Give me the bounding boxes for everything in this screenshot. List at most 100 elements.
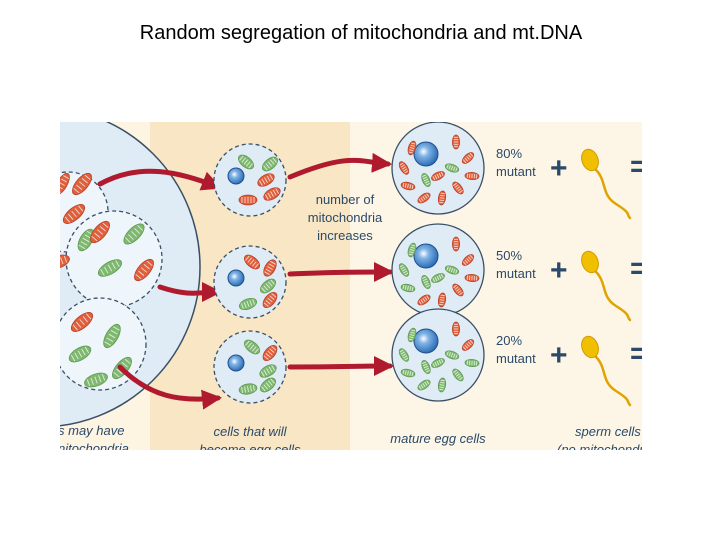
mutant-mitochondrion <box>464 171 480 181</box>
mutant-mitochondrion <box>62 204 86 224</box>
mutant-mitochondrion <box>464 273 480 283</box>
normal-mitochondrion <box>452 368 464 382</box>
mutant-mitochondrion <box>452 181 464 195</box>
normal-mitochondrion <box>84 372 108 388</box>
plus-sign: + <box>550 254 568 287</box>
normal-mitochondrion <box>431 273 445 283</box>
normal-mitochondrion <box>407 242 417 258</box>
mutant-mitochondrion <box>60 254 70 270</box>
normal-mitochondrion <box>398 348 410 362</box>
normal-mitochondrion <box>259 364 277 378</box>
mutant-mitochondrion <box>90 220 110 244</box>
mutant-mitochondrion <box>262 344 278 362</box>
arrow <box>117 364 222 410</box>
cells-caption-line-1: cells that will <box>214 424 288 439</box>
normal-mitochondrion <box>238 297 258 311</box>
normal-mitochondrion <box>421 275 431 289</box>
normal-mitochondrion <box>259 377 277 393</box>
mutant-mitochondrion <box>398 161 410 175</box>
mid-note-line-1: number of <box>316 192 375 207</box>
normal-mitochondrion <box>398 263 410 277</box>
nucleus <box>413 328 439 354</box>
arrow <box>287 152 392 180</box>
sperm-cell <box>581 335 632 407</box>
mutant-label: mutant <box>496 351 536 366</box>
mutant-mitochondrion <box>72 172 92 196</box>
mid-note-line-3: increases <box>317 228 373 243</box>
plus-sign: + <box>550 339 568 372</box>
page-title: Random segregation of mitochondria and m… <box>139 22 583 44</box>
left-caption-line-1: s may have <box>60 423 124 438</box>
row-3: 20% mutant + = <box>213 308 642 407</box>
mutant-mitochondrion <box>452 134 460 150</box>
normal-mitochondrion <box>237 154 255 170</box>
normal-mitochondrion <box>77 228 95 252</box>
normal-mitochondrion <box>123 223 145 245</box>
normal-mitochondrion <box>431 358 445 368</box>
mutant-mitochondrion <box>263 187 281 201</box>
mutant-mitochondrion <box>263 259 277 277</box>
mutant-mitochondrion <box>238 194 258 206</box>
normal-mitochondrion <box>400 283 416 293</box>
percent-label: 50% <box>496 248 522 263</box>
mutant-mitochondrion <box>452 283 464 297</box>
equals-sign: = <box>630 252 642 285</box>
normal-mitochondrion <box>400 368 416 378</box>
mutant-mitochondrion <box>417 192 431 204</box>
normal-mitochondrion <box>444 350 460 360</box>
arrow <box>287 262 394 283</box>
nucleus <box>227 269 245 287</box>
mutant-mitochondrion <box>407 140 417 156</box>
normal-mitochondrion <box>417 379 431 391</box>
normal-mitochondrion <box>444 163 460 173</box>
mutant-label: mutant <box>496 164 536 179</box>
mutant-mitochondrion <box>452 321 460 337</box>
mutant-mitochondrion <box>431 171 445 181</box>
mid-note-line-2: mitochondria <box>308 210 383 225</box>
percent-label: 20% <box>496 333 522 348</box>
mutant-mitochondrion <box>400 181 416 191</box>
mutant-mitochondrion <box>461 339 475 351</box>
mutant-label: mutant <box>496 266 536 281</box>
equals-sign: = <box>630 337 642 370</box>
left-caption-line-2: nitochondria <box>60 441 129 450</box>
normal-mitochondrion <box>421 360 431 374</box>
normal-mitochondrion <box>444 265 460 275</box>
mutant-mitochondrion <box>243 254 261 270</box>
mutant-mitochondrion <box>257 173 275 187</box>
percent-label: 80% <box>496 146 522 161</box>
normal-mitochondrion <box>407 327 417 343</box>
mutant-mitochondrion <box>417 294 431 306</box>
equals-sign: = <box>630 150 642 183</box>
nucleus <box>227 354 245 372</box>
mutant-mitochondrion <box>70 312 94 332</box>
normal-mitochondrion <box>421 173 431 187</box>
normal-mitochondrion <box>103 323 121 349</box>
mutant-mitochondrion <box>461 254 475 266</box>
sperm-caption-line-2: (no mitochondria) <box>557 442 642 450</box>
arrows <box>97 152 394 410</box>
nucleus <box>413 141 439 167</box>
arrow <box>97 168 222 191</box>
sperm-cell <box>581 148 632 220</box>
normal-mitochondrion <box>464 358 480 368</box>
normal-mitochondrion <box>68 345 92 363</box>
row-1: 80% mutant + = <box>213 122 642 220</box>
parent-cell <box>60 122 201 427</box>
arrow <box>157 282 222 303</box>
nucleus <box>227 167 245 185</box>
mutant-mitochondrion <box>60 172 70 196</box>
sperm-cell <box>581 250 632 322</box>
segregation-diagram: 80% mutant + = 50% mutant + = 20% mutant + = number… <box>60 122 642 450</box>
mutant-mitochondrion <box>437 190 447 206</box>
mutant-mitochondrion <box>262 291 278 309</box>
normal-mitochondrion <box>437 377 447 393</box>
plus-sign: + <box>550 152 568 185</box>
arrow <box>287 356 394 377</box>
cells-caption-line-2: become egg cells <box>199 442 301 450</box>
row-2: 50% mutant + = <box>213 223 642 322</box>
mutant-mitochondrion <box>134 258 154 282</box>
normal-mitochondrion <box>97 259 123 277</box>
normal-mitochondrion <box>261 156 279 172</box>
sperm-caption-line-1: sperm cells <box>575 424 641 439</box>
